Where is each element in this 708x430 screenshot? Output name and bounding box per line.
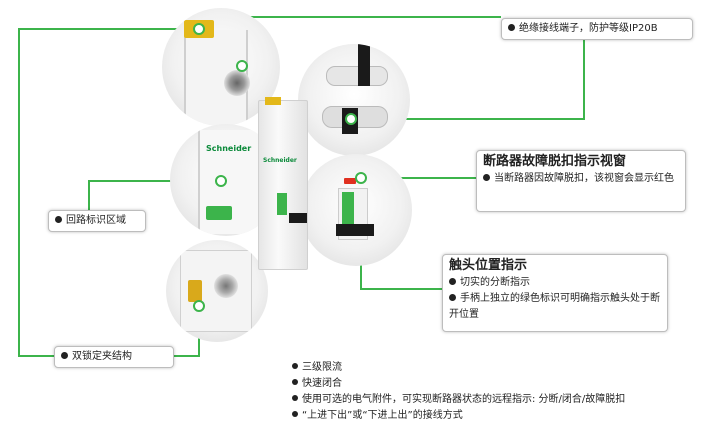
connector-line	[352, 118, 585, 120]
connector-line	[360, 288, 442, 290]
contact-position-title: 触头位置指示	[449, 258, 528, 273]
connector-line	[241, 16, 501, 18]
bullet-icon	[508, 23, 515, 31]
trip-window-closeup	[298, 44, 410, 156]
connector-dot	[215, 175, 227, 187]
screw-icon	[214, 274, 238, 298]
connector-dot	[345, 113, 357, 125]
window-slot	[326, 66, 388, 86]
terminal-callout-text: 绝缘接线端子，防护等级IP20B	[519, 23, 658, 34]
bullet-icon	[292, 395, 298, 401]
trip-window-callout: 断路器故障脱扣指示视窗 当断路器因故障脱扣，该视窗会显示红色	[476, 150, 686, 212]
double-lock-text: 双锁定夹结构	[72, 351, 132, 362]
feature-item: 三级限流	[292, 360, 625, 376]
circuit-label-callout: 回路标识区域	[48, 210, 146, 232]
connector-line	[88, 180, 220, 182]
double-lock-callout: 双锁定夹结构	[54, 346, 174, 368]
yellow-lock-clip	[188, 280, 202, 302]
connector-dot	[193, 300, 205, 312]
handle-closeup	[300, 154, 412, 266]
brand-logo: Schneider	[206, 144, 252, 153]
connector-dot	[236, 60, 248, 72]
screw-icon	[224, 70, 250, 96]
circuit-label-text: 回路标识区域	[66, 215, 126, 226]
connector-line	[88, 180, 90, 216]
bullet-icon	[483, 173, 490, 181]
trip-window-title: 断路器故障脱扣指示视窗	[483, 154, 627, 169]
bullet-icon	[61, 351, 68, 359]
connector-line	[18, 28, 20, 357]
terminal-callout: 绝缘接线端子，防护等级IP20B	[501, 18, 693, 40]
handle-green-mark	[342, 192, 354, 224]
connector-line	[18, 355, 58, 357]
breaker-product-image: Schneider	[258, 97, 308, 270]
contact-position-callout: 触头位置指示 切实的分断指示 手柄上独立的绿色标识可明确指示触头处于断开位置	[442, 254, 668, 332]
bullet-icon	[55, 215, 62, 223]
green-label-strip	[206, 206, 232, 220]
connector-line	[583, 28, 585, 120]
bullet-icon	[292, 411, 298, 417]
connector-line	[360, 177, 478, 179]
red-trip-indicator	[344, 178, 356, 184]
yellow-terminal-clip	[265, 97, 281, 105]
connector-dot	[193, 23, 205, 35]
bullet-icon	[449, 277, 456, 285]
bullet-icon	[449, 293, 456, 301]
lever-tab	[358, 44, 370, 86]
connector-line	[166, 355, 200, 357]
feature-item: “上进下出”或“下进上出”的接线方式	[292, 408, 625, 424]
connector-dot	[355, 172, 367, 184]
contact-position-item: 切实的分断指示	[449, 275, 661, 291]
trip-window-text: 当断路器因故障脱扣，该视窗会显示红色	[494, 173, 674, 184]
features-list: 三级限流 快速闭合 使用可选的电气附件，可实现断路器状态的远程指示: 分断/闭合…	[292, 360, 625, 424]
handle-lever	[336, 224, 374, 236]
lock-clip-closeup	[166, 240, 268, 342]
brand-logo: Schneider	[263, 157, 297, 164]
handle-lever	[289, 213, 307, 223]
feature-item: 快速闭合	[292, 376, 625, 392]
contact-position-item: 手柄上独立的绿色标识可明确指示触头处于断开位置	[449, 293, 660, 320]
feature-item: 使用可选的电气附件，可实现断路器状态的远程指示: 分断/闭合/故障脱扣	[292, 392, 625, 408]
handle-green-mark	[277, 193, 287, 215]
bullet-icon	[292, 379, 298, 385]
connector-line	[18, 28, 198, 30]
bullet-icon	[292, 363, 298, 369]
